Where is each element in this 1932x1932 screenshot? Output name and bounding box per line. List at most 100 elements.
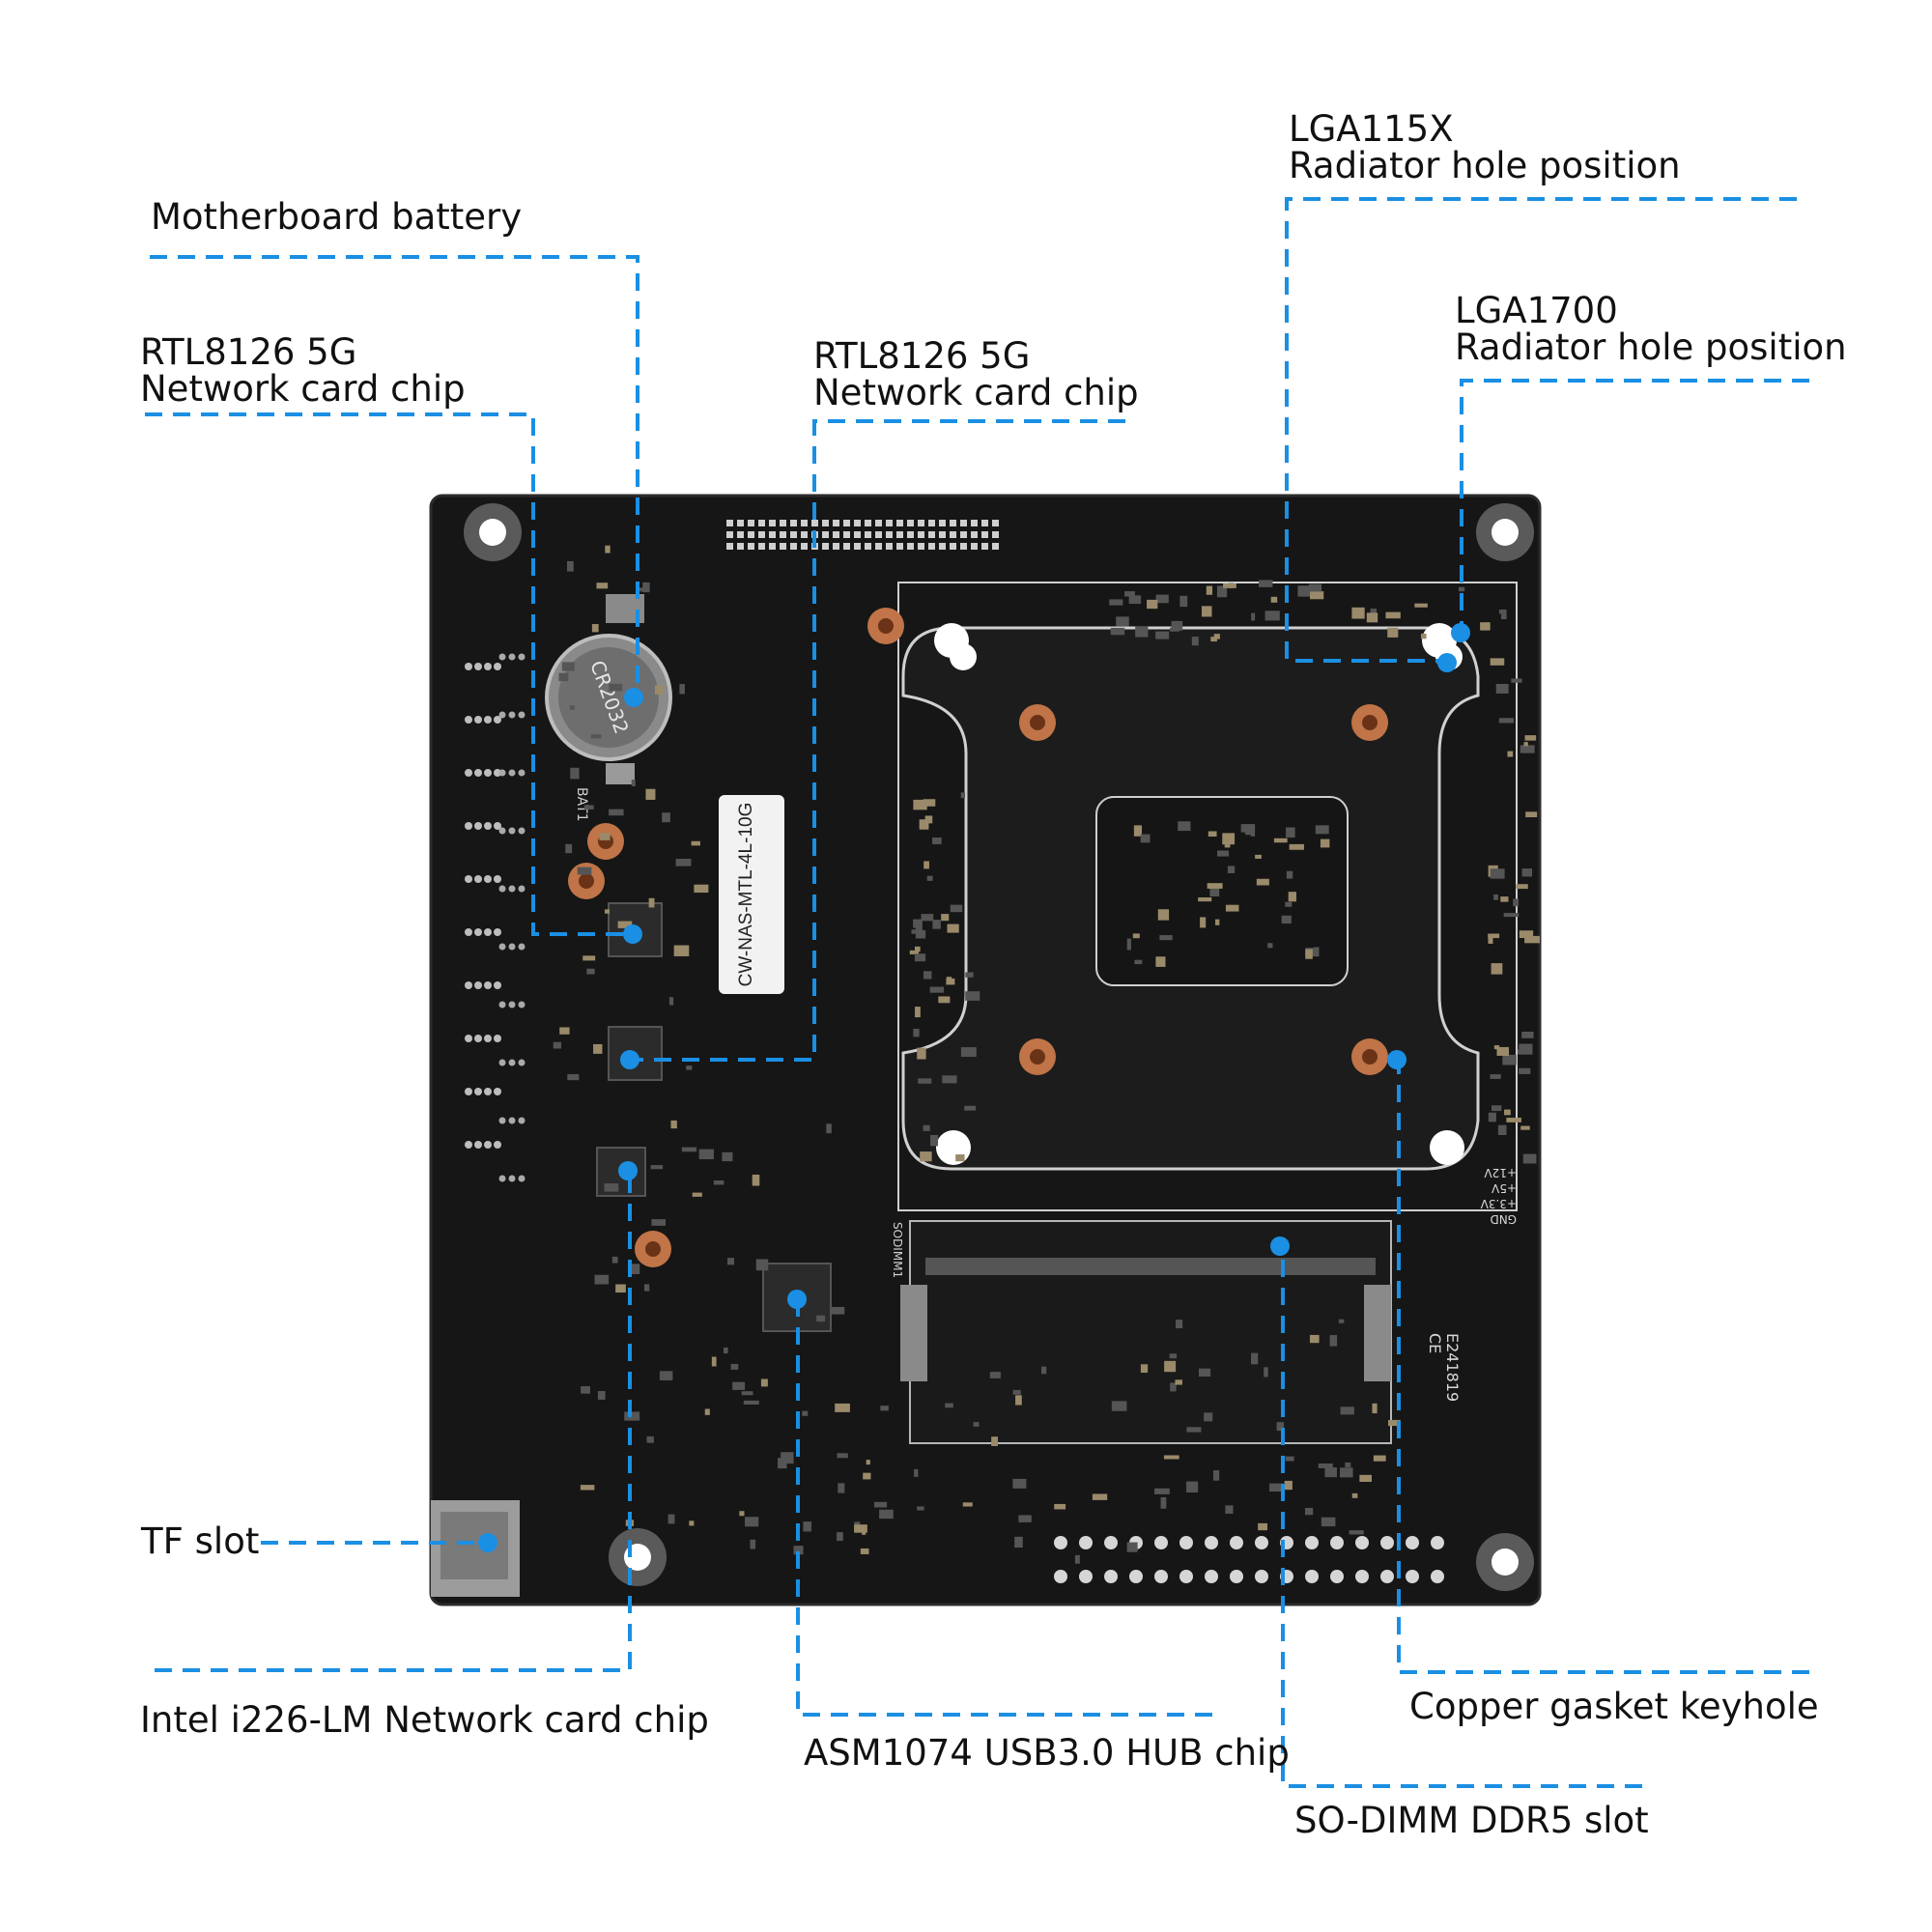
smd-component [1387,627,1399,638]
smd-component [745,1517,759,1527]
smd-component [946,977,952,985]
header-pin [758,520,765,526]
edge-pin [494,822,501,830]
label-line: ASM1074 USB3.0 HUB chip [804,1732,1290,1774]
header-pin [1179,1570,1193,1583]
smd-component [668,1514,675,1524]
edge-pin [494,1035,501,1042]
smd-component [1159,935,1173,941]
smd-component [1488,1112,1496,1122]
smd-component [698,1149,714,1160]
smd-component [1134,959,1143,965]
smd-component [713,1180,724,1185]
smd-component [1520,1125,1530,1130]
edge-pin [494,981,501,989]
edge-pin [508,943,516,951]
smd-component [670,1120,677,1129]
smd-component [673,945,690,956]
leader-dot-asm1074 [787,1290,807,1309]
leader-lga1700 [1460,379,1809,633]
edge-pin [474,716,482,724]
header-pin [981,531,988,538]
tf-slot-inner [440,1512,508,1579]
smd-component [569,705,575,710]
header-pin [950,543,956,550]
smd-component [1285,901,1293,907]
sodimm-slot: SODIMM1 [891,1220,1392,1444]
smd-component [1164,1360,1177,1373]
smd-component [743,1400,759,1405]
edge-pin [484,1141,492,1149]
edge-pin [518,827,526,835]
header-pin [960,520,967,526]
smd-component [704,1408,710,1415]
smd-component [646,1435,654,1443]
smd-component [1208,831,1217,838]
header-pin [758,543,765,550]
header-pin [726,531,733,538]
edge-pin [474,981,482,989]
edge-pin [465,1035,472,1042]
header-pin [790,520,797,526]
smd-component [1225,904,1239,912]
smd-component [1521,868,1533,877]
smd-component [648,897,655,908]
top-pin-header [726,520,999,550]
smd-component [1304,1508,1314,1516]
smd-component [1204,1412,1213,1422]
label-line: Network card chip [140,368,466,410]
header-pin [896,520,903,526]
smd-component [1054,1503,1066,1510]
header-pin [854,543,861,550]
smd-component [914,1468,919,1477]
smd-component [1309,1334,1320,1344]
smd-component [1273,838,1288,843]
smd-component [1155,631,1170,639]
edge-pin [484,981,492,989]
smd-component [1524,735,1537,741]
smd-component [1329,1335,1338,1347]
smd-component [1171,620,1183,631]
header-pin [886,520,893,526]
header-pin [801,520,808,526]
power-silk-text: +12V [1484,1166,1517,1179]
smd-component [1388,1419,1401,1427]
smd-component [920,1151,932,1162]
smd-component [1519,930,1534,939]
edge-pin [474,663,482,670]
smd-component [964,1105,977,1111]
header-pin [918,531,924,538]
keyhole [936,1130,971,1165]
header-pin [971,543,978,550]
smd-component [1175,1379,1182,1385]
header-pin [822,520,829,526]
smd-component [692,1192,702,1197]
slot-connector [925,1258,1376,1275]
label-line: Radiator hole position [1289,145,1681,186]
motherboard-pcb: CR2032 BAT1 CW-NAS-MTL-4L-10G [429,494,1542,1606]
edge-pin [465,981,472,989]
smd-component [1351,607,1365,619]
smd-component [567,1073,580,1081]
label-line: LGA1700 [1455,290,1618,331]
header-pin [726,543,733,550]
header-pin [1054,1536,1067,1549]
label-lga1700: LGA1700 Radiator hole position [1455,293,1847,366]
header-pin [960,543,967,550]
smd-component [826,1123,832,1134]
edge-pin [494,716,501,724]
battery-inner [558,647,659,748]
copper-gasket-hole [878,618,894,634]
smd-component [694,884,709,894]
smd-component [1498,610,1504,614]
header-pin [1104,1536,1118,1549]
header-pin [971,531,978,538]
slot-silk: SODIMM1 [891,1222,904,1278]
header-pin [896,531,903,538]
header-pin [875,520,882,526]
header-pin [950,531,956,538]
header-pin [1154,1536,1168,1549]
smd-component [860,1548,869,1554]
cert-silk-text: CE [1426,1333,1444,1353]
